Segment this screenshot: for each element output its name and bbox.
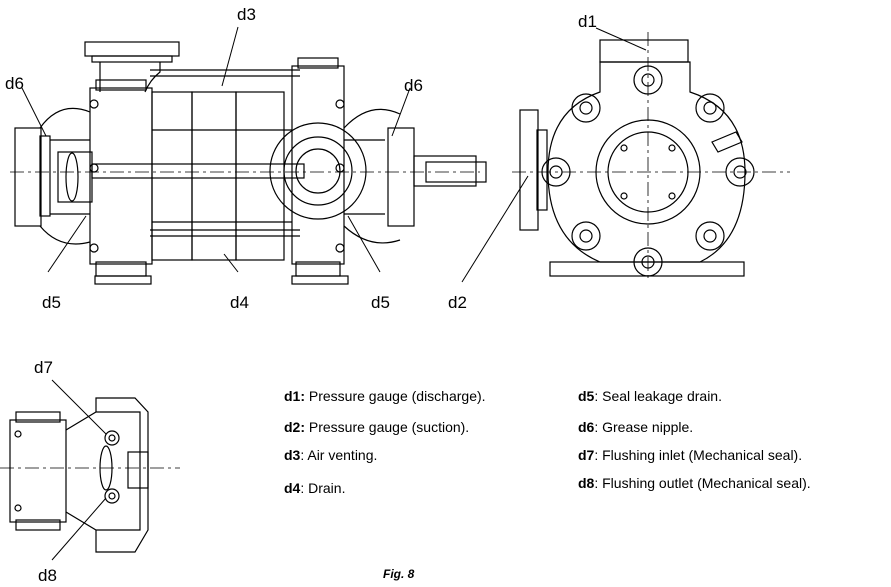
leader-d8: [51, 497, 107, 561]
leader-d5-left: [47, 215, 87, 273]
legend-item-d5: d5: Seal leakage drain.: [578, 388, 722, 404]
seal-detail-view: [0, 397, 180, 553]
legend-item-d3: d3: Air venting.: [284, 447, 378, 463]
label-d6-right: d6: [404, 76, 423, 95]
label-d3: d3: [237, 5, 256, 24]
leader-d7: [51, 379, 107, 435]
legend-item-d6: d6: Grease nipple.: [578, 419, 694, 435]
label-d6-left: d6: [5, 74, 24, 93]
label-d7: d7: [34, 358, 53, 377]
legend-item-d1: d1: Pressure gauge (discharge).: [284, 388, 486, 404]
pump-side-view: [10, 41, 480, 285]
leader-d2: [461, 175, 529, 283]
leader-d6-left: [21, 87, 47, 137]
figure-caption: Fig. 8: [383, 567, 415, 581]
legend-item-d8: d8: Flushing outlet (Mechanical seal).: [578, 475, 811, 491]
legend-item-d4: d4: Drain.: [284, 480, 346, 496]
pump-end-view: [425, 32, 790, 282]
label-d1: d1: [578, 12, 597, 31]
label-d4: d4: [230, 293, 249, 312]
leader-lines: [21, 26, 647, 561]
leader-d5-right: [347, 215, 381, 273]
leader-d3: [221, 26, 239, 87]
legend-item-d7: d7: Flushing inlet (Mechanical seal).: [578, 447, 803, 463]
legend-item-d2: d2: Pressure gauge (suction).: [284, 419, 470, 435]
leader-d4: [223, 253, 239, 273]
label-d2: d2: [448, 293, 467, 312]
leader-d6-right: [391, 87, 411, 137]
leader-d1: [595, 27, 647, 51]
label-d8: d8: [38, 566, 57, 585]
label-d5-left: d5: [42, 293, 61, 312]
label-d5-right: d5: [371, 293, 390, 312]
